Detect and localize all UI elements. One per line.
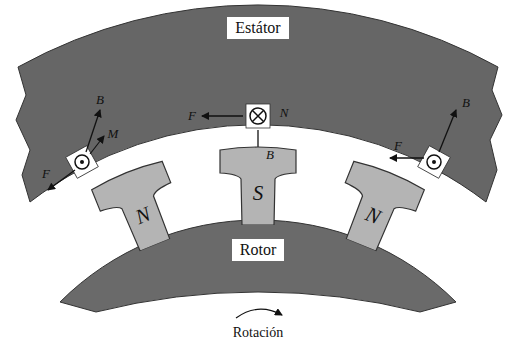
caption-label: Rotación: [233, 325, 284, 341]
vector-label: B: [266, 147, 274, 163]
part-name: Rotor: [240, 241, 276, 259]
vector-label: B: [462, 95, 470, 111]
name-box: Rotor: [232, 239, 284, 261]
name-box: Estátor: [227, 17, 288, 39]
vector-label: F: [394, 138, 402, 154]
vector-label: M: [108, 126, 119, 142]
vector-label: F: [42, 166, 50, 182]
part-name: Estátor: [235, 19, 280, 37]
vector-label: N: [280, 105, 289, 121]
vector-label: B: [96, 92, 104, 108]
magnet-pole: S: [218, 145, 298, 225]
vector-label: F: [188, 108, 196, 124]
pole-letter: S: [218, 181, 298, 205]
